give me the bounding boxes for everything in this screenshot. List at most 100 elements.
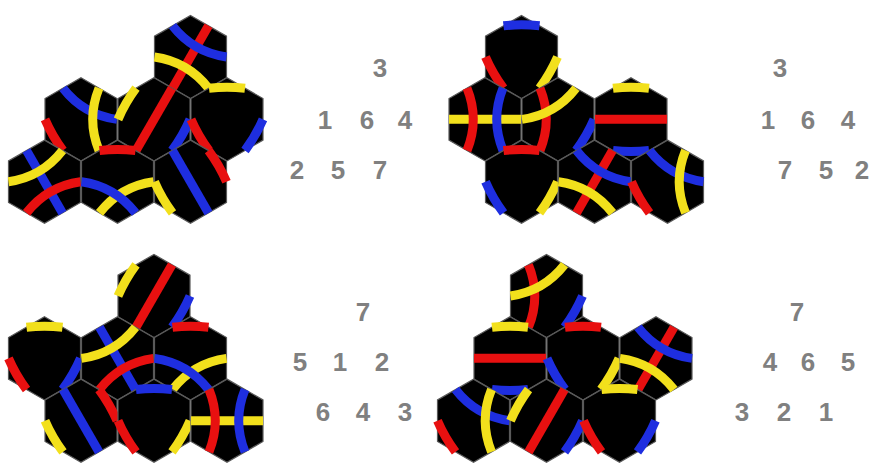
tile-number: 2 <box>777 399 791 425</box>
tile-number: 3 <box>735 399 749 425</box>
hex-tile <box>486 140 558 223</box>
tile-track <box>100 149 136 150</box>
tile-track <box>679 151 685 213</box>
tile-number: 5 <box>331 157 345 183</box>
tile-number: 2 <box>855 157 869 183</box>
tile-track <box>45 421 63 452</box>
hex-tile <box>584 379 656 462</box>
tile-track <box>485 390 491 452</box>
tile-track <box>449 115 521 124</box>
tile-track <box>565 421 583 452</box>
tile-track <box>504 149 540 150</box>
tile-track <box>511 265 565 296</box>
tile-number: 4 <box>841 107 855 133</box>
tile-face <box>486 140 558 223</box>
tile-face <box>191 379 263 462</box>
tile-track <box>559 182 613 213</box>
tile-track <box>492 326 528 327</box>
tile-track <box>9 151 63 182</box>
tile-face <box>45 379 117 462</box>
tile-number: 7 <box>778 157 792 183</box>
hex-tile <box>559 140 631 223</box>
tile-track <box>522 88 576 119</box>
tile-track <box>540 88 546 150</box>
tile-face <box>118 379 190 462</box>
tile-number: 7 <box>356 299 370 325</box>
tile-track <box>584 421 602 452</box>
tile-face <box>632 140 704 223</box>
tile-number: 6 <box>316 399 330 425</box>
tile-track <box>438 421 456 452</box>
hex-tile <box>155 140 227 223</box>
tile-track <box>239 390 245 452</box>
tile-number: 2 <box>375 349 389 375</box>
tile-number: 3 <box>373 55 387 81</box>
tile-track <box>565 326 601 327</box>
tile-number: 1 <box>761 107 775 133</box>
tile-face <box>155 140 227 223</box>
tile-track <box>136 388 172 389</box>
tile-track <box>136 265 172 327</box>
tile-number: 4 <box>763 349 777 375</box>
tile-number: 1 <box>318 107 332 133</box>
tile-face <box>559 140 631 223</box>
tile-track <box>63 390 99 452</box>
tile-track <box>504 25 540 26</box>
tile-track <box>613 151 649 152</box>
tile-track <box>595 115 667 124</box>
tile-number: 5 <box>841 349 855 375</box>
tile-track <box>155 182 173 213</box>
tile-number: 1 <box>333 349 347 375</box>
tile-track <box>540 182 558 213</box>
tile-number: 5 <box>293 349 307 375</box>
tile-number: 6 <box>801 349 815 375</box>
tile-track <box>191 416 263 425</box>
tile-track <box>209 87 245 88</box>
tile-track <box>136 88 172 150</box>
tile-track <box>486 182 504 213</box>
tile-track <box>173 26 227 57</box>
hex-tile <box>9 140 81 223</box>
tile-track <box>82 182 136 213</box>
tile-track <box>638 327 692 358</box>
hex-tile <box>45 379 117 462</box>
tile-face <box>82 140 154 223</box>
tile-track <box>173 326 209 327</box>
tile-track <box>602 388 638 389</box>
tile-number: 2 <box>290 157 304 183</box>
tile-number: 3 <box>398 399 412 425</box>
tile-number: 4 <box>356 399 370 425</box>
tile-track <box>118 88 136 119</box>
tile-track <box>173 151 209 213</box>
tile-number: 7 <box>373 157 387 183</box>
tile-track <box>245 119 263 150</box>
hex-tile <box>511 379 583 462</box>
tile-track <box>529 265 535 327</box>
tile-track <box>638 421 656 452</box>
tile-track <box>632 182 650 213</box>
tile-number: 3 <box>773 55 787 81</box>
tile-number: 7 <box>790 299 804 325</box>
tile-track <box>82 327 136 358</box>
tile-number: 1 <box>819 399 833 425</box>
tile-track <box>27 182 81 213</box>
tile-track <box>613 87 649 88</box>
hex-tile <box>632 140 704 223</box>
hex-tile <box>82 140 154 223</box>
tile-track <box>474 354 546 363</box>
tile-track <box>467 88 473 150</box>
tile-track <box>529 390 565 452</box>
tile-track <box>118 421 136 452</box>
tile-face <box>9 140 81 223</box>
tile-track <box>172 421 190 452</box>
tile-track <box>511 390 529 421</box>
tile-number: 4 <box>398 107 412 133</box>
tile-face <box>438 379 510 462</box>
tile-track <box>118 265 136 296</box>
tile-track <box>27 326 63 327</box>
hex-tile <box>191 379 263 462</box>
hex-tile <box>438 379 510 462</box>
